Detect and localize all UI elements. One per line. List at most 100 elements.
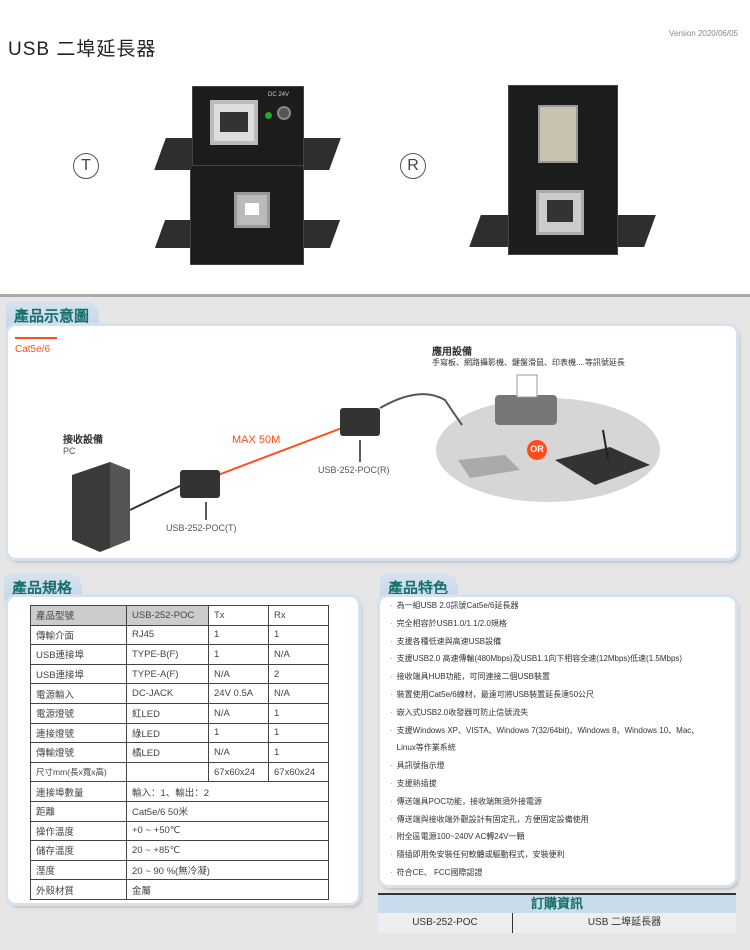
order-divider <box>378 893 736 895</box>
feature-text: 支援熱插拔 <box>396 778 437 788</box>
table-cell: 傳輸介面 <box>30 624 127 646</box>
cat-cable <box>217 427 343 476</box>
feature-text: 為一組USB 2.0訊號Cat5e/6延長器 <box>396 601 519 610</box>
table-cell: 20 ~ 90 %(無冷凝) <box>126 859 329 881</box>
table-cell: 儲存溫度 <box>30 840 127 861</box>
feature-text: 具訊號指示燈 <box>396 761 445 771</box>
order-title: 訂購資訊 <box>378 895 736 913</box>
feature-text: 符合CE、 FCC國際認證 <box>396 867 483 877</box>
table-cell: 距離 <box>30 800 127 822</box>
table-cell: 電源燈號 <box>30 702 127 724</box>
table-row: 連接埠數量輸入：1、輸出：2 <box>30 781 329 802</box>
dc-label: DC 24V <box>268 92 290 98</box>
diagram-illustration <box>72 374 660 552</box>
usb-cable <box>129 484 183 511</box>
feature-text: 支援USB2.0 高速傳輸(480Mbps)及USB1.1向下相容全速(12Mb… <box>396 654 683 664</box>
table-cell: 1 <box>208 644 269 665</box>
bullet-icon: · <box>390 618 393 628</box>
feature-item: ·傳送端與接收端外觀設計有固定孔，方便固定設備使用 <box>390 811 699 829</box>
cable-legend-line <box>15 337 57 339</box>
feature-item: ·支援USB2.0 高速傳輸(480Mbps)及USB1.1向下相容全速(12M… <box>390 650 699 668</box>
bullet-icon: · <box>390 778 393 788</box>
feature-text: 傳送端與接收端外觀設計有固定孔，方便固定設備使用 <box>396 814 589 824</box>
feature-item: ·完全相容於USB1.0/1.1/2.0規格 <box>390 615 699 633</box>
bullet-icon: · <box>390 850 393 860</box>
feature-text: 附全區電源100~240V AC轉24V一顆 <box>396 832 525 842</box>
app-title: 應用設備 <box>432 347 472 358</box>
device-cable <box>379 393 463 426</box>
bullet-icon: · <box>390 761 393 771</box>
bullet-icon: · <box>390 725 393 735</box>
table-cell: 1 <box>208 624 269 646</box>
table-cell: 綠LED <box>126 722 209 744</box>
table-cell: USB連接埠 <box>30 644 127 665</box>
table-cell: 67x60x24 <box>268 761 329 783</box>
table-cell: N/A <box>268 683 329 704</box>
table-cell: TYPE-A(F) <box>126 663 209 685</box>
feature-item: ·符合CE、 FCC國際認證 <box>390 864 699 882</box>
feature-text: 接收端具HUB功能，可同連接二個USB裝置 <box>396 672 551 682</box>
table-cell: +0 ~ +50℃ <box>126 820 329 842</box>
table-cell: 1 <box>268 702 329 724</box>
features-tab: 產品特色 <box>380 573 459 601</box>
table-cell: 連接燈號 <box>30 722 127 744</box>
feature-text: 傳送端具POC功能，接收端無須外接電源 <box>396 796 543 806</box>
bullet-icon: · <box>390 707 393 717</box>
feature-item: ·支援各種低速與高速USB設備 <box>390 633 699 651</box>
table-cell: N/A <box>268 644 329 665</box>
version-label: Version 2020/06/05 <box>669 29 738 38</box>
bullet-icon: · <box>390 867 393 877</box>
feature-item: ·嵌入式USB2.0收發器可防止信號流失 <box>390 704 699 722</box>
feature-item: ·Linux等作業系統 <box>390 739 699 757</box>
table-cell: 1 <box>268 624 329 646</box>
rx-device <box>340 408 380 436</box>
table-cell: 67x60x24 <box>208 761 269 783</box>
bullet-icon: · <box>390 672 393 682</box>
receiver-title: 接收設備 <box>63 435 103 446</box>
feature-item: ·為一組USB 2.0訊號Cat5e/6延長器 <box>390 597 699 615</box>
features-list: ·為一組USB 2.0訊號Cat5e/6延長器·完全相容於USB1.0/1.1/… <box>390 597 699 882</box>
table-cell: 2 <box>268 663 329 685</box>
table-row: 外殼材質金屬 <box>30 879 329 900</box>
table-cell: 連接埠數量 <box>30 781 127 802</box>
header-cell: Tx <box>208 605 269 626</box>
tablet-icon <box>555 447 650 485</box>
table-cell: 24V 0.5A <box>208 683 269 704</box>
or-badge <box>527 440 547 460</box>
table-cell: Cat5e/6 50米 <box>126 800 329 822</box>
page-title: USB 二埠延長器 <box>8 39 157 60</box>
order-name: USB 二埠延長器 <box>513 913 736 933</box>
bullet-icon: · <box>390 654 393 664</box>
feature-item: ·隨插即用免安裝任何軟體或驅動程式，安裝便利 <box>390 846 699 864</box>
table-cell: DC-JACK <box>126 683 209 704</box>
or-label: OR <box>530 444 544 454</box>
header-cell: Rx <box>268 605 329 626</box>
table-cell: 尺寸mm(長x寬x高) <box>30 761 127 783</box>
feature-text: 支援Windows XP、VISTA、Windows 7(32/64bit)、W… <box>396 725 700 735</box>
feature-item: ·傳送端具POC功能，接收端無須外接電源 <box>390 793 699 811</box>
tx-device <box>180 470 220 498</box>
table-cell: 溼度 <box>30 859 127 881</box>
table-cell <box>126 761 209 783</box>
feature-text: 嵌入式USB2.0收發器可防止信號流失 <box>396 707 529 717</box>
table-cell: 電源輸入 <box>30 683 127 704</box>
receiver-desc: PC <box>63 446 76 456</box>
table-cell: N/A <box>208 663 269 685</box>
feature-text: 完全相容於USB1.0/1.1/2.0規格 <box>396 618 507 628</box>
transmitter-photo: DC 24V <box>150 86 341 360</box>
rx-label: USB-252-POC(R) <box>318 465 390 475</box>
table-cell: 操作溫度 <box>30 820 127 842</box>
table-cell: TYPE-B(F) <box>126 644 209 665</box>
feature-text: 隨插即用免安裝任何軟體或驅動程式，安裝便利 <box>396 850 565 860</box>
specs-tab: 產品規格 <box>4 573 83 601</box>
table-cell: 1 <box>268 722 329 744</box>
